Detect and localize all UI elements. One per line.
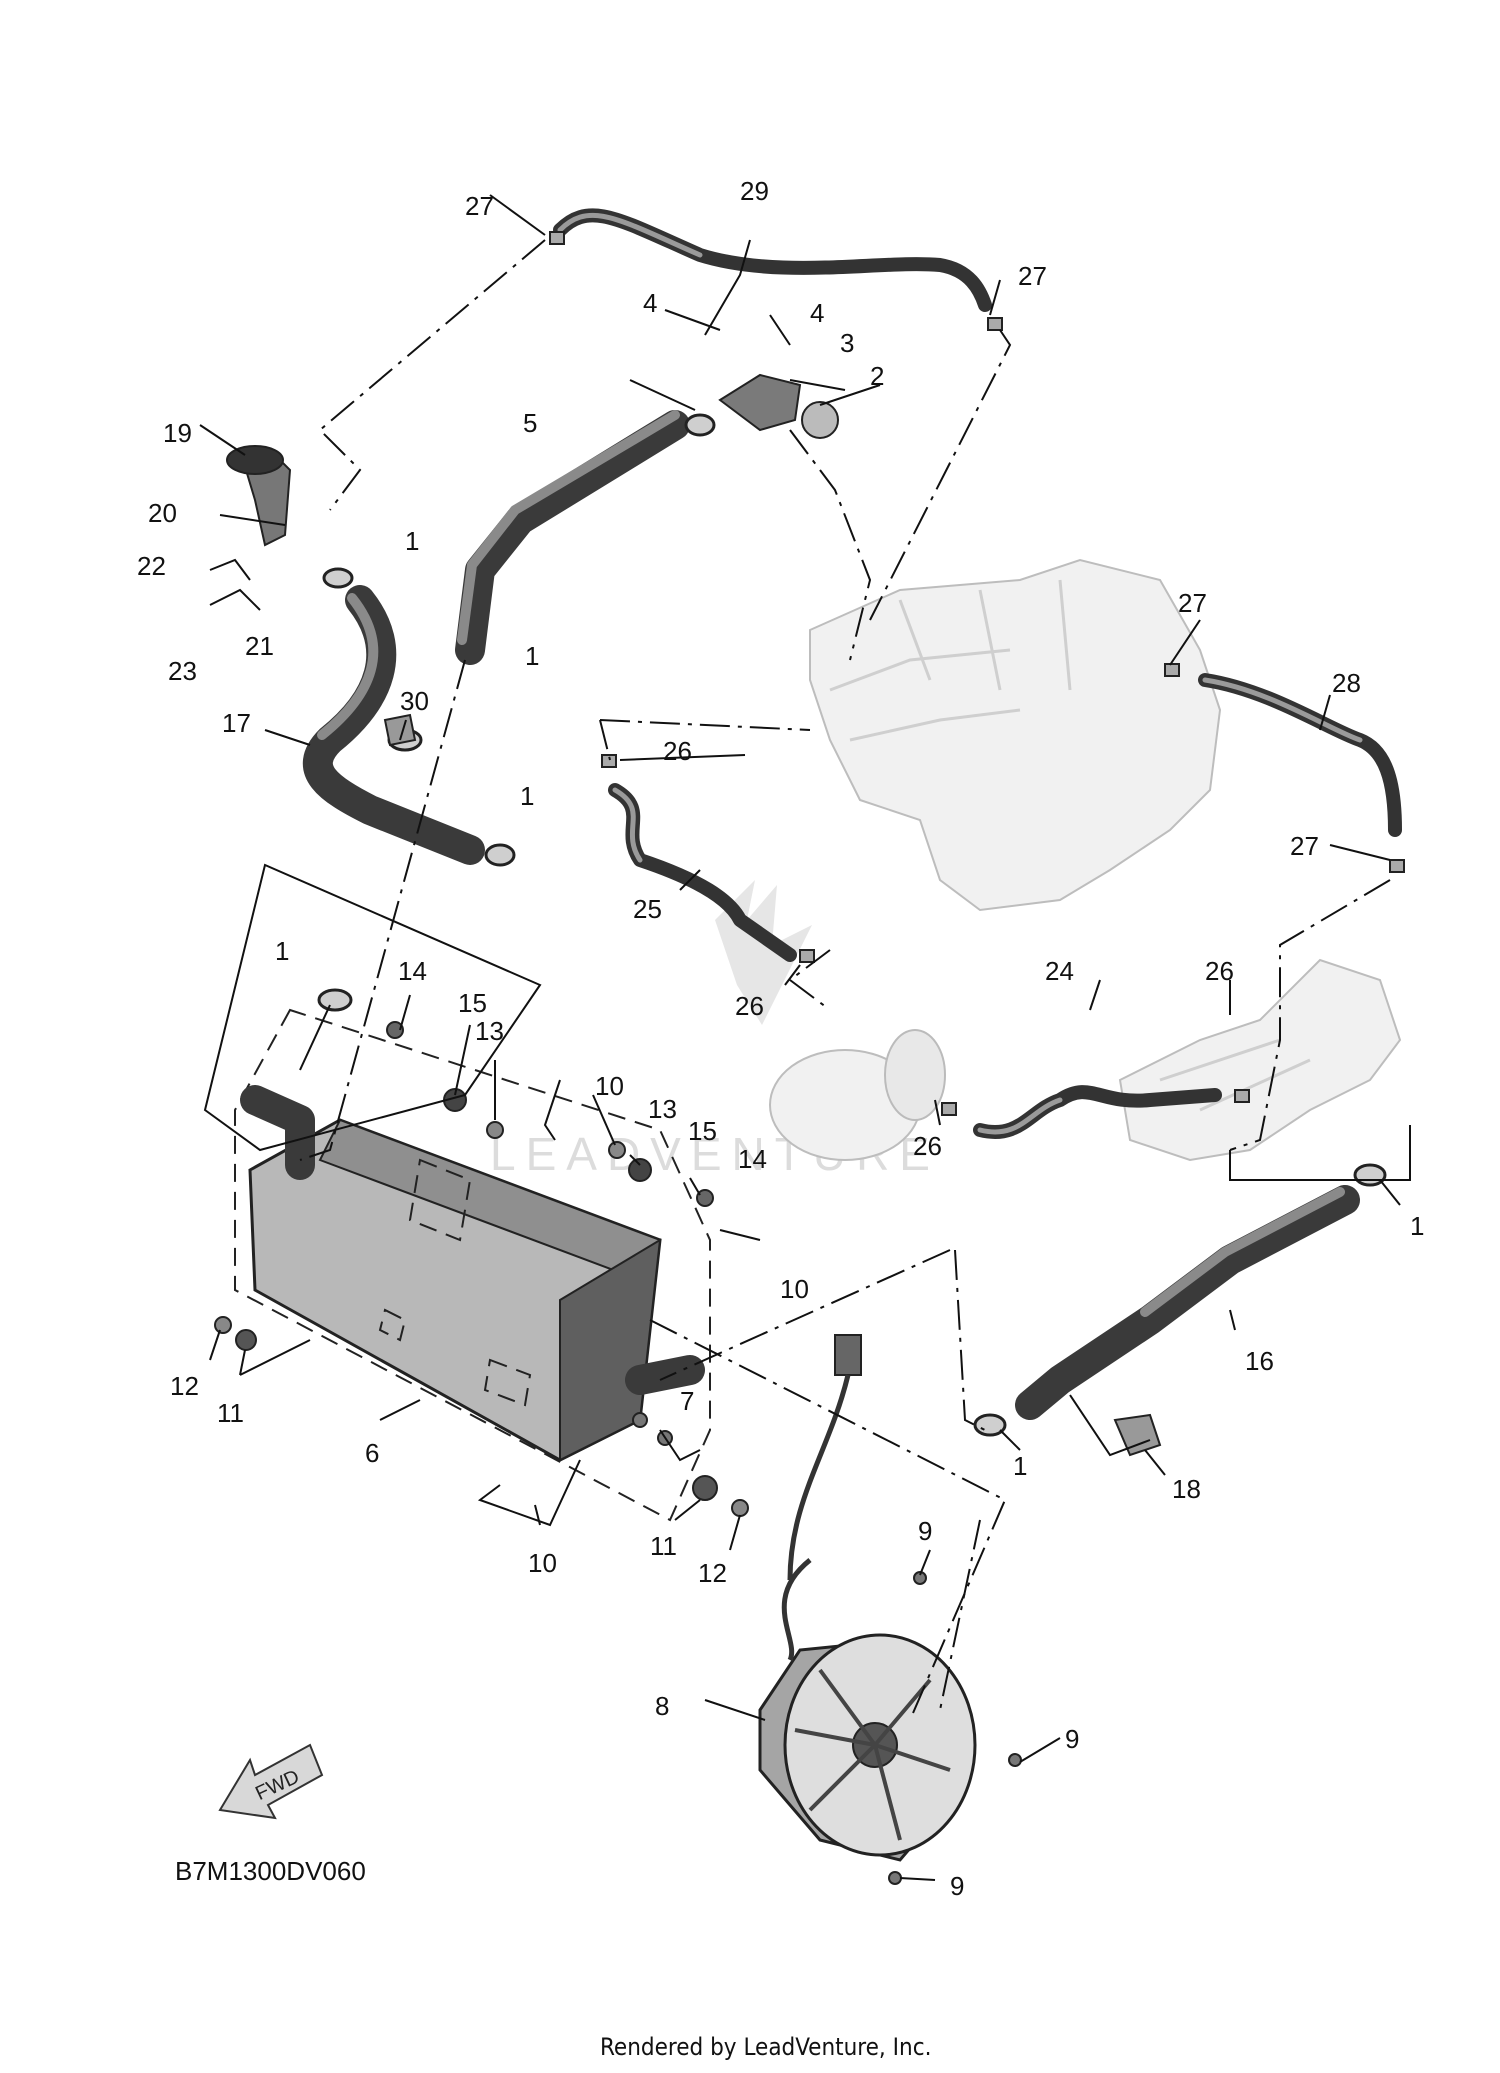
callout-25: 25	[633, 894, 662, 924]
callout-9-c: 9	[950, 1871, 964, 1901]
callout-4-a: 4	[643, 288, 657, 318]
callout-18: 18	[1172, 1474, 1201, 1504]
callout-10-b: 10	[780, 1274, 809, 1304]
callout-14-b: 14	[738, 1144, 767, 1174]
callout-19: 19	[163, 418, 192, 448]
callout-14-a: 14	[398, 956, 427, 986]
callout-8: 8	[655, 1691, 669, 1721]
callout-11-b: 11	[650, 1531, 677, 1561]
drawing-code: B7M1300DV060	[175, 1856, 366, 1886]
hose-25	[608, 783, 797, 962]
callout-1-f: 1	[1013, 1451, 1027, 1481]
callout-22: 22	[137, 551, 166, 581]
callout-15-b: 15	[688, 1116, 717, 1146]
callout-12-b: 12	[698, 1558, 727, 1588]
callout-12-a: 12	[170, 1371, 199, 1401]
exhaust-outline	[1118, 958, 1402, 1162]
fwd-arrow-icon: FWD	[218, 1743, 324, 1820]
footer-credit: Rendered by LeadVenture, Inc.	[600, 2033, 931, 2061]
callout-11-a: 11	[217, 1398, 244, 1428]
radiator	[240, 1085, 705, 1462]
callout-29: 29	[740, 176, 769, 206]
callout-2: 2	[870, 361, 884, 391]
callout-26-d: 26	[913, 1131, 942, 1161]
callout-27-b: 27	[1018, 261, 1047, 291]
hose-24	[973, 1085, 1222, 1139]
hose-16	[1015, 1185, 1360, 1420]
callout-23: 23	[168, 656, 197, 686]
small-parts	[214, 231, 1405, 1885]
callout-4-b: 4	[810, 298, 824, 328]
callout-6: 6	[365, 1438, 379, 1468]
callout-27-d: 27	[1290, 831, 1319, 861]
water-pump-outline	[769, 1029, 946, 1161]
callout-26-b: 26	[735, 991, 764, 1021]
callout-10-a: 10	[595, 1071, 624, 1101]
callout-13-a: 13	[475, 1016, 504, 1046]
callout-1-c: 1	[520, 781, 534, 811]
hose-5	[455, 410, 690, 665]
callout-27-c: 27	[1178, 588, 1207, 618]
callout-1-e: 1	[1410, 1211, 1424, 1241]
callout-9-b: 9	[1065, 1724, 1079, 1754]
callout-5: 5	[523, 408, 537, 438]
callout-10-c: 10	[528, 1548, 557, 1578]
cooling-fan	[758, 1334, 977, 1862]
callout-7: 7	[680, 1386, 694, 1416]
callout-24: 24	[1045, 956, 1074, 986]
callout-30: 30	[400, 686, 429, 716]
callout-20: 20	[148, 498, 177, 528]
callout-1-b: 1	[405, 526, 419, 556]
callout-3: 3	[840, 328, 854, 358]
callout-26-a: 26	[663, 736, 692, 766]
hose-28	[1198, 673, 1402, 837]
callout-9-a: 9	[918, 1516, 932, 1546]
radiator-assembly-box	[234, 1008, 711, 1522]
callout-1-a: 1	[525, 641, 539, 671]
callout-16: 16	[1245, 1346, 1274, 1376]
callout-17: 17	[222, 708, 251, 738]
hose-17	[302, 585, 485, 865]
leader-lines	[199, 194, 1411, 1881]
callout-1-d: 1	[275, 936, 289, 966]
callout-13-b: 13	[648, 1094, 677, 1124]
callout-21: 21	[245, 631, 274, 661]
callout-15-a: 15	[458, 988, 487, 1018]
callout-27-a: 27	[465, 191, 494, 221]
hose-29	[553, 208, 992, 312]
engine-block-outline	[809, 558, 1222, 912]
callout-26-c: 26	[1205, 956, 1234, 986]
callouts: 1 1 1 1 1 1 2 3 4 4 5 6 7 8 9 9 9 10 10 …	[137, 176, 1424, 1901]
callout-28: 28	[1332, 668, 1361, 698]
